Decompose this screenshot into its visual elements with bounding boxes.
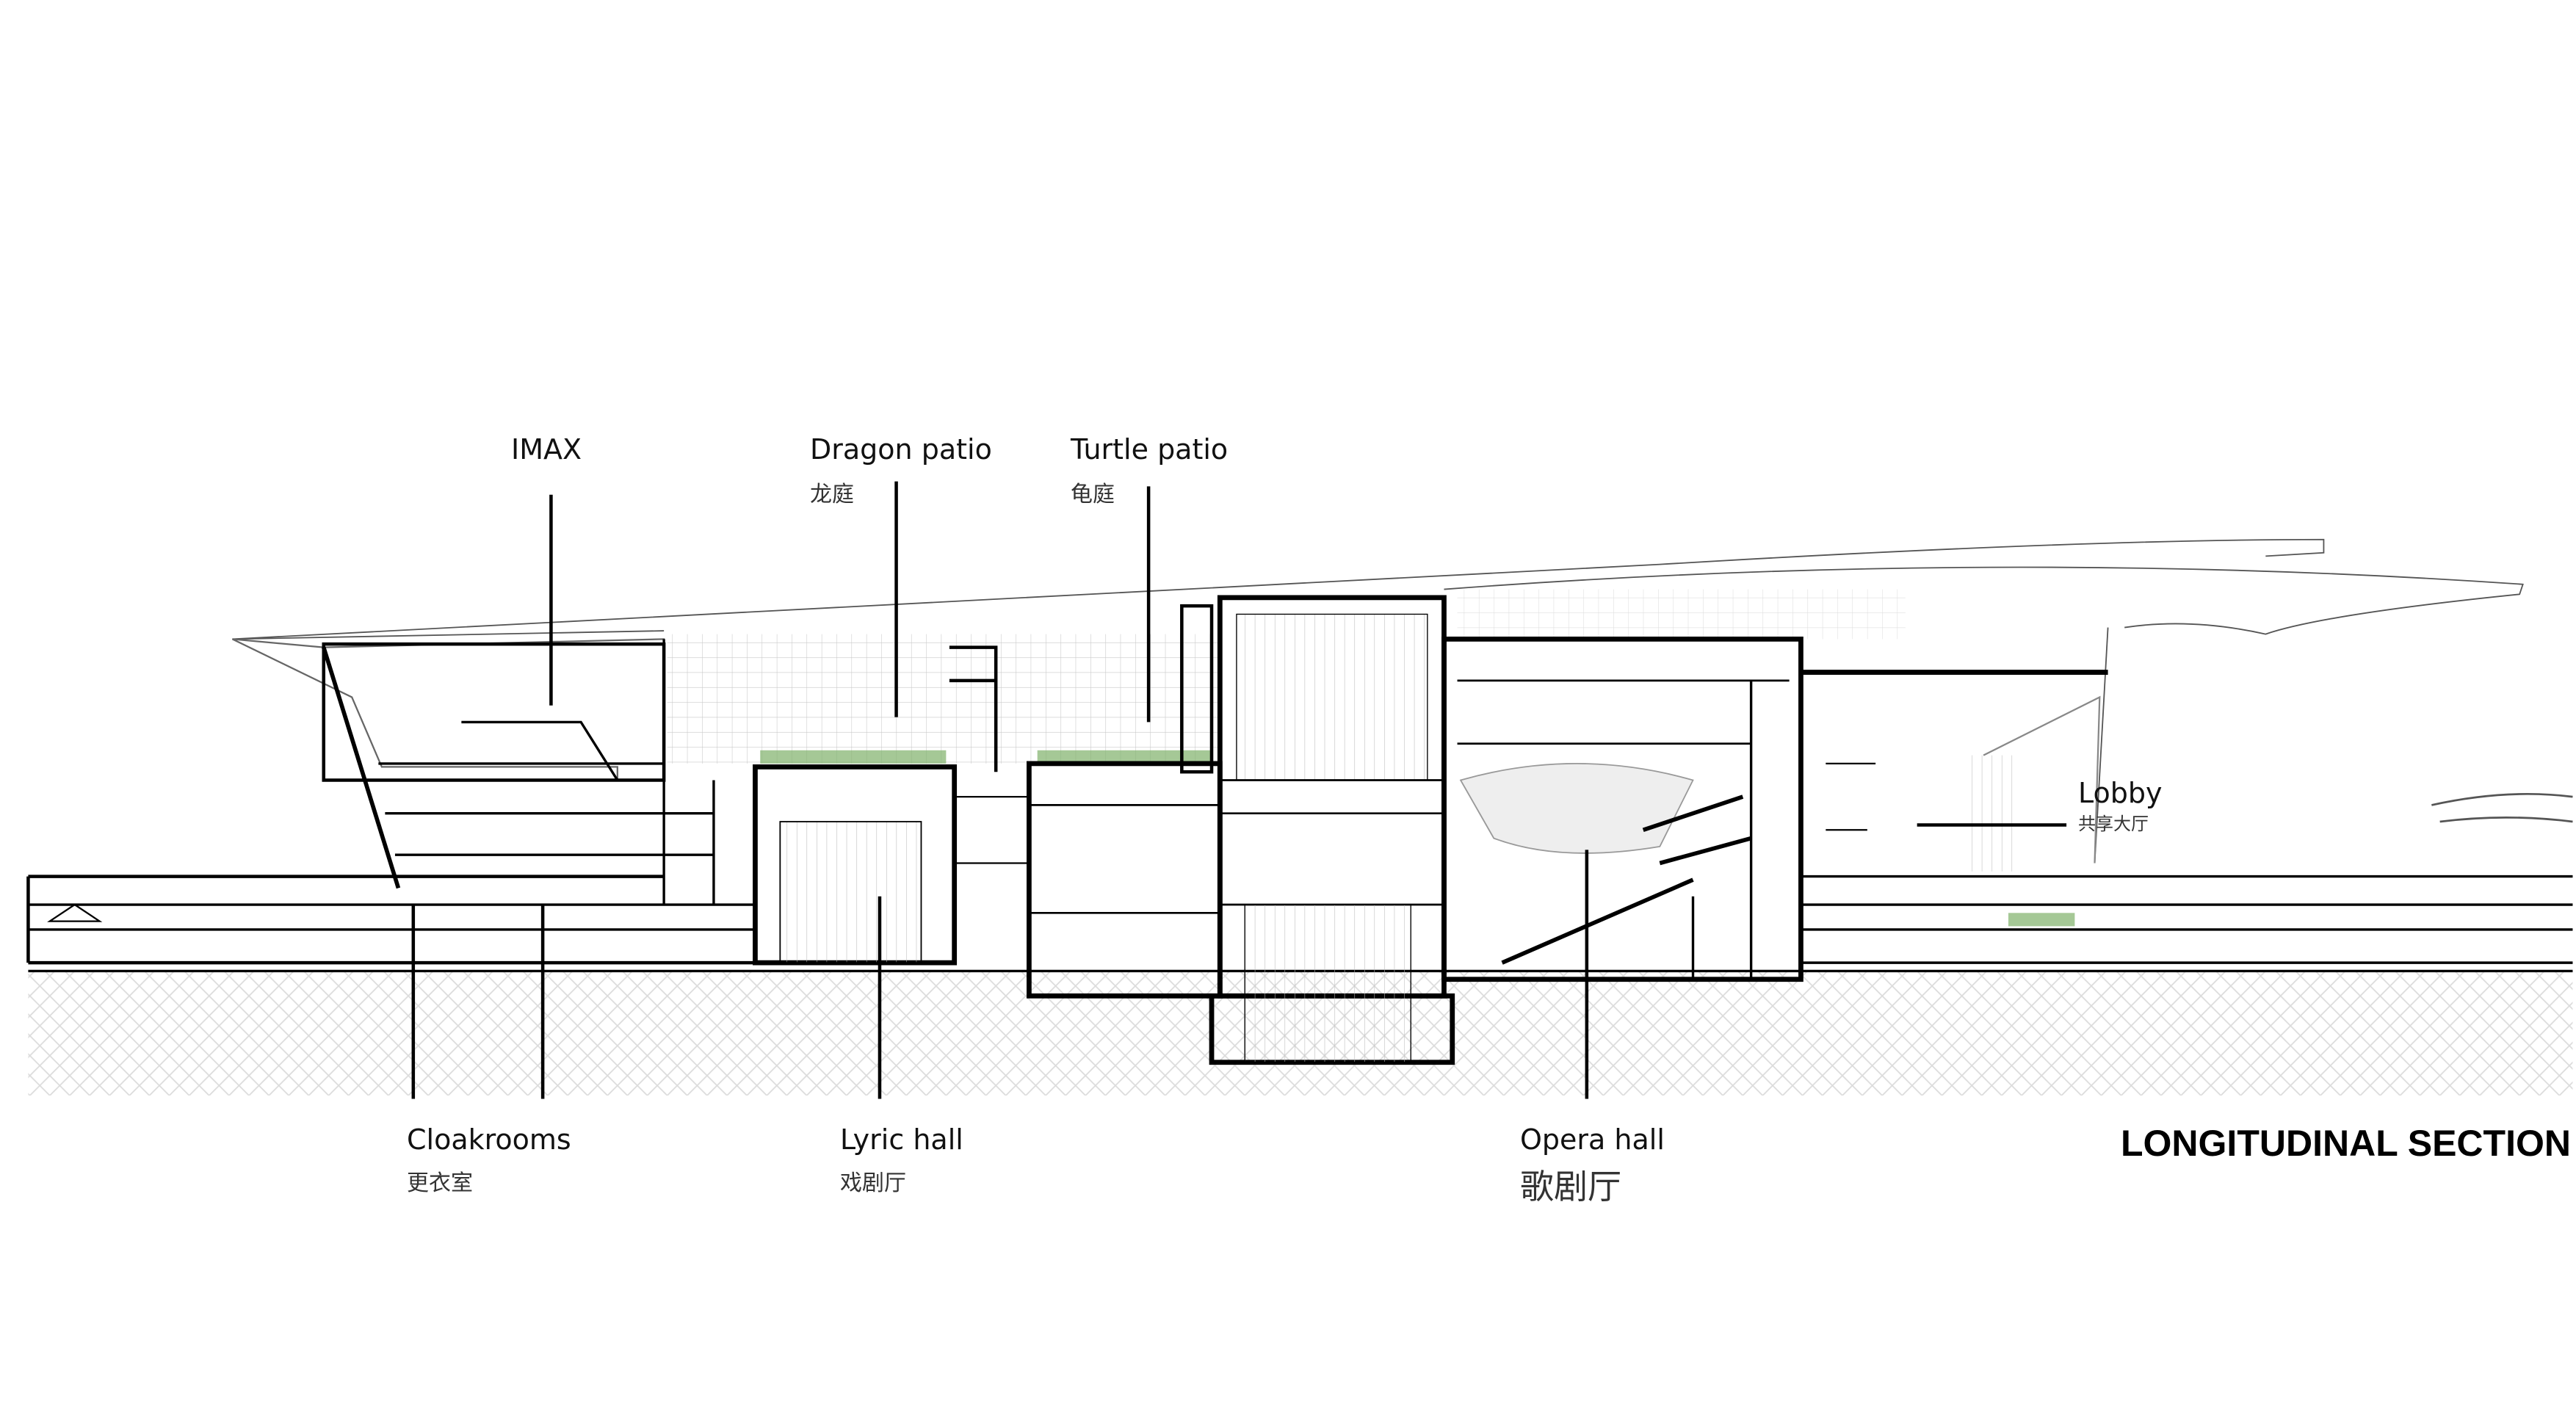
lyric-hall-block (753, 645, 1030, 966)
label-opera-hall: Opera hall (1520, 1123, 1665, 1156)
label-imax: IMAX (511, 433, 582, 466)
label-opera-hall-zh: 歌剧厅 (1520, 1167, 1621, 1206)
turtle-patio-planting (1037, 750, 1212, 764)
label-cloakrooms: Cloakrooms (407, 1123, 571, 1156)
label-turtle-patio: Turtle patio (1071, 433, 1229, 466)
roof-canopy (232, 538, 2524, 864)
turtle-patio-block (1027, 761, 1223, 999)
label-lobby: Lobby (2078, 777, 2163, 809)
stage-fly-tower (1180, 595, 1455, 1065)
drawing-title: LONGITUDINAL SECTION (2121, 1123, 2571, 1164)
label-lobby-zh: 共享大厅 (2078, 814, 2149, 834)
lobby-block (1801, 670, 2573, 872)
label-lyric-hall: Lyric hall (840, 1123, 963, 1156)
dragon-patio-planting (760, 750, 947, 764)
label-turtle-patio-zh: 龟庭 (1071, 482, 1115, 507)
basement-level (26, 875, 2573, 965)
imax-block (231, 638, 715, 905)
label-dragon-patio-zh: 龙庭 (810, 482, 854, 507)
label-dragon-patio: Dragon patio (810, 433, 992, 466)
opera-hall-block (1441, 636, 1803, 982)
label-cloakrooms-zh: 更衣室 (407, 1170, 473, 1196)
leader-lines (411, 481, 2067, 1099)
label-lyric-hall-zh: 戏剧厅 (840, 1170, 906, 1196)
atrium-glazing (667, 634, 1220, 764)
